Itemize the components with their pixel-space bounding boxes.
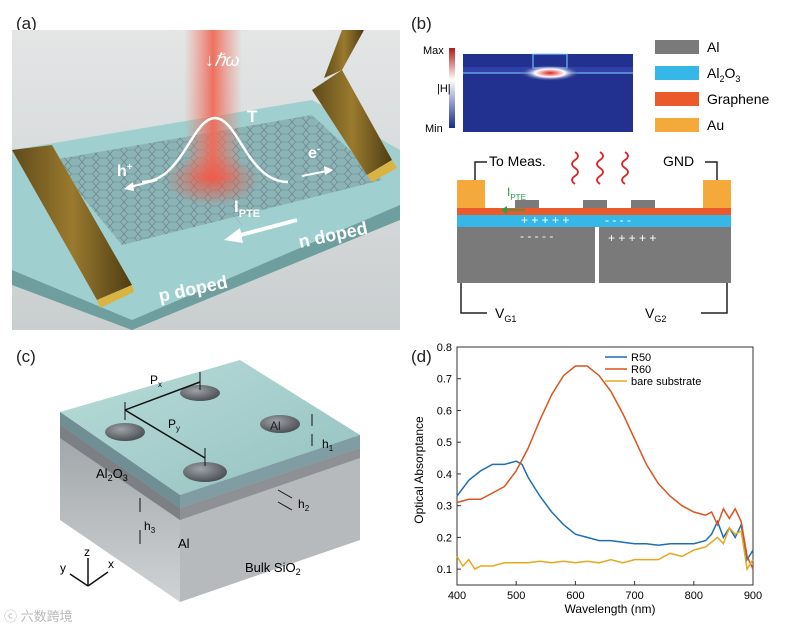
- vg2-label: V: [645, 305, 655, 321]
- h2-sub: 2: [305, 504, 310, 513]
- py-label: P: [168, 417, 176, 431]
- h2-label: h: [298, 497, 305, 511]
- al2o3-label-s2: 3: [123, 473, 128, 483]
- legend-al2o3-s2: 3: [735, 74, 740, 84]
- y-tick-label: 0.6: [437, 405, 452, 417]
- colorbar-mid: |H|: [437, 83, 451, 95]
- photon-energy-label: ↓ℏω: [205, 50, 239, 70]
- x-tick-label: 600: [566, 590, 584, 602]
- h3-sub: 3: [151, 526, 156, 535]
- x-tick-label: 500: [507, 590, 525, 602]
- legend-label: R50: [631, 352, 651, 364]
- x-axis-title: Wavelength (nm): [565, 602, 656, 616]
- h1-label: h: [322, 437, 329, 451]
- legend-al2o3-s1: 2: [719, 74, 724, 84]
- svg-text:VG2: VG2: [645, 305, 666, 324]
- legend-label: R60: [631, 364, 651, 376]
- legend-graphene: Graphene: [707, 91, 769, 107]
- y-tick-label: 0.2: [437, 532, 452, 544]
- x-tick-label: 900: [744, 590, 762, 602]
- y-tick-label: 0.5: [437, 437, 452, 449]
- svg-text:IPTE: IPTE: [234, 197, 260, 220]
- vg1-sub: G1: [504, 314, 516, 324]
- plus-row-right: + + + + +: [608, 231, 656, 245]
- legend-al2o3-a: Al: [707, 65, 719, 81]
- hole-sup: +: [127, 162, 133, 173]
- svg-text:Py: Py: [168, 417, 180, 433]
- sio2-label: Bulk SiO: [245, 560, 296, 575]
- y-axis-title: Optical Absorptance: [412, 416, 426, 524]
- plot-frame: [456, 346, 754, 586]
- panel-a-illustration: ↓ℏω T h+ e- IPTE p doped n doped: [12, 30, 400, 330]
- legend-al2o3-b: O: [724, 65, 735, 81]
- px-sub: x: [158, 380, 162, 389]
- svg-text:Px: Px: [150, 373, 162, 389]
- series-line-r60: [456, 365, 754, 570]
- series-line-bare-substrate: [456, 526, 754, 572]
- svg-text:Al2O3: Al2O3: [96, 466, 128, 483]
- y-tick-label: 0.3: [437, 501, 452, 513]
- legend-al: Al: [707, 39, 719, 55]
- x-axis-label: x: [108, 557, 114, 571]
- svg-text:VG1: VG1: [495, 305, 516, 324]
- current-label-a: I: [234, 197, 239, 216]
- legend-label: bare substrate: [631, 376, 701, 388]
- al-layer-label: Al: [178, 536, 190, 551]
- y-tick-label: 0.4: [437, 469, 452, 481]
- svg-text:IPTE: IPTE: [507, 185, 526, 202]
- to-meas-label: To Meas.: [489, 153, 546, 169]
- panel-c-label: (c): [16, 347, 36, 366]
- al2o3-label-m: O: [113, 466, 123, 481]
- panel-c-illustration: Px Py Al h1 h2 h3 Al2O3 Al Bulk SiO2 z x…: [60, 360, 360, 602]
- x-tick-label: 800: [685, 590, 703, 602]
- panel-b-schematic: Max |H| Min Al Al2O3 Graphene Au To Meas…: [423, 39, 769, 324]
- svg-text:Al2O3: Al2O3: [707, 65, 740, 84]
- series-line-r50: [456, 460, 754, 562]
- vg2-sub: G2: [654, 314, 666, 324]
- svg-text:h2: h2: [298, 497, 310, 513]
- material-legend: Al Al2O3 Graphene Au: [655, 39, 769, 133]
- svg-text:e-: e-: [308, 144, 320, 162]
- y-tick-label: 0.1: [437, 564, 452, 576]
- colorbar-min: Min: [425, 123, 443, 135]
- hole-label: h: [117, 163, 127, 180]
- x-tick-label: 400: [448, 590, 466, 602]
- x-tick-label: 700: [625, 590, 643, 602]
- gnd-label: GND: [663, 153, 694, 169]
- panel-d-label: (d): [411, 347, 432, 366]
- px-label: P: [150, 373, 158, 387]
- current-sub-a: PTE: [239, 208, 260, 220]
- colorbar-max: Max: [423, 45, 444, 57]
- temperature-label: T: [247, 107, 258, 126]
- y-axis-label: y: [60, 561, 66, 575]
- al2o3-label-s1: 2: [108, 473, 113, 483]
- legend-au: Au: [707, 117, 724, 133]
- electron-label: e: [308, 145, 317, 162]
- py-sub: y: [176, 424, 180, 433]
- current-sub-b: PTE: [510, 193, 526, 202]
- al-disk-label: Al: [270, 419, 281, 433]
- sio2-sub: 2: [296, 567, 301, 577]
- z-axis-label: z: [84, 545, 90, 559]
- plus-row-left: + + + + +: [521, 213, 569, 227]
- al2o3-label-a: Al: [96, 466, 108, 481]
- panel-b-label: (b): [411, 14, 432, 33]
- y-tick-label: 0.7: [437, 374, 452, 386]
- absorptance-chart: 400 500 600 700 800 900 0.1 0.2 0.3 0.4 0.5 0.6 0.7 0…: [412, 342, 762, 616]
- y-tick-label: 0.8: [437, 342, 452, 354]
- current-label-b: I: [507, 185, 510, 199]
- h1-sub: 1: [329, 444, 334, 453]
- vg1-label: V: [495, 305, 505, 321]
- minus-row-right: - - - -: [605, 213, 631, 227]
- panel-a-label: (a): [16, 14, 37, 33]
- minus-row-left: - - - - -: [520, 229, 553, 243]
- svg-text:h1: h1: [322, 437, 334, 453]
- svg-text:h+: h+: [117, 162, 133, 180]
- svg-text:Bulk SiO2: Bulk SiO2: [245, 560, 301, 577]
- watermark: ⓒ 六数跨境: [4, 609, 73, 624]
- electron-sup: -: [317, 144, 320, 155]
- h3-label: h: [144, 519, 151, 533]
- svg-text:h3: h3: [144, 519, 156, 535]
